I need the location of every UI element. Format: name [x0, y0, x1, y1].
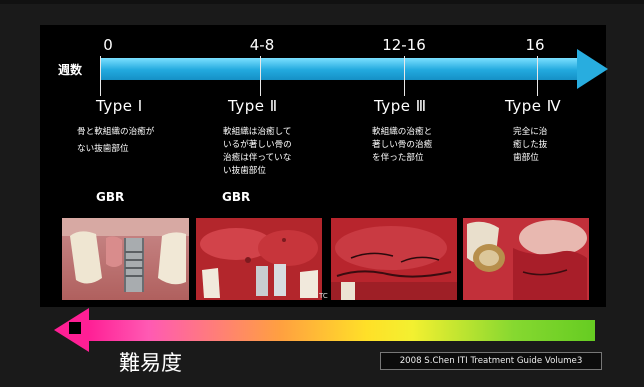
- type-2-desc-line-4: い抜歯部位: [223, 165, 292, 178]
- type-2-desc-line-2: いるが著しい骨の: [223, 139, 292, 152]
- type-2-desc-line-1: 軟組織は治癒して: [223, 126, 292, 139]
- weeks-axis-label: 週数: [58, 61, 82, 78]
- difficulty-marker-square: [69, 322, 81, 334]
- type-4-desc-line-3: 歯部位: [513, 152, 547, 165]
- type-1-procedure: GBR: [96, 190, 124, 204]
- week-tick-0: [100, 56, 101, 96]
- week-tick-label-0: 0: [103, 36, 113, 54]
- type-2-description: 軟組織は治癒して いるが著しい骨の 治癒は伴っていな い抜歯部位: [223, 126, 292, 178]
- difficulty-label: 難易度: [119, 347, 182, 377]
- implant-photo: [62, 218, 189, 300]
- type-4-label: Type Ⅳ: [505, 97, 561, 115]
- weeks-arrow-bar: [100, 58, 578, 80]
- week-tick-label-2: 12-16: [382, 36, 426, 54]
- type-1-label: Type Ⅰ: [96, 97, 143, 115]
- type-2-label: Type Ⅱ: [228, 97, 278, 115]
- citation-box: 2008 S.Chen ITI Treatment Guide Volume3: [380, 352, 602, 370]
- sutured-site-photo: [331, 218, 457, 300]
- type-3-description: 軟組織の治癒と 著しい骨の治癒 を伴った部位: [372, 126, 432, 165]
- type-4-desc-line-1: 完全に治: [513, 126, 547, 139]
- difficulty-gradient-bar: [88, 320, 595, 341]
- photo-caption: TC: [319, 292, 328, 300]
- gum-surgery-photo: [196, 218, 322, 300]
- week-tick-label-1: 4-8: [250, 36, 275, 54]
- type-4-description: 完全に治 癒した抜 歯部位: [513, 126, 547, 165]
- type-3-desc-line-2: 著しい骨の治癒: [372, 139, 432, 152]
- type-2-procedure: GBR: [222, 190, 250, 204]
- type-3-desc-line-1: 軟組織の治癒と: [372, 126, 432, 139]
- type-1-desc-line-1: 骨と軟組織の治癒が: [77, 126, 154, 139]
- type-3-desc-line-3: を伴った部位: [372, 152, 432, 165]
- week-tick-label-3: 16: [525, 36, 544, 54]
- week-tick-3: [537, 56, 538, 96]
- type-3-label: Type Ⅲ: [374, 97, 427, 115]
- weeks-arrow-head: [577, 49, 608, 89]
- type-2-desc-line-3: 治癒は伴っていな: [223, 152, 292, 165]
- healed-site-photo: [463, 218, 589, 300]
- type-1-desc-line-2: ない抜歯部位: [77, 143, 154, 156]
- week-tick-1: [260, 56, 261, 96]
- week-tick-2: [404, 56, 405, 96]
- type-4-desc-line-2: 癒した抜: [513, 139, 547, 152]
- type-1-description: 骨と軟組織の治癒が ない抜歯部位: [77, 126, 154, 156]
